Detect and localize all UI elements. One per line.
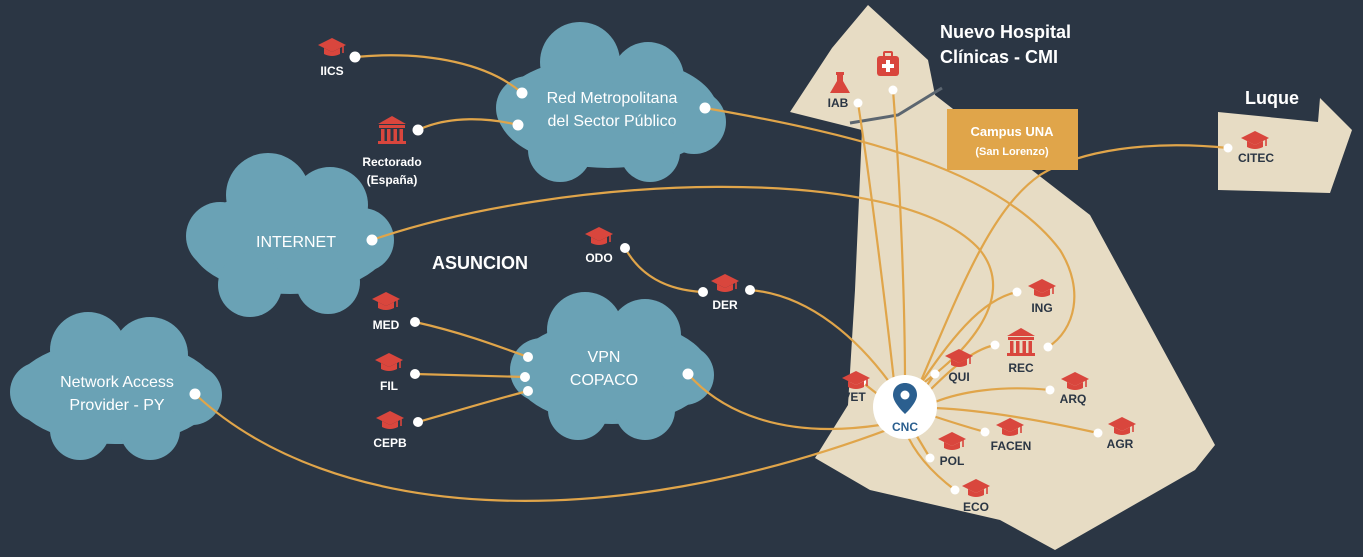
vpn-label-line2: COPACO (570, 372, 638, 389)
eco-label: ECO (963, 500, 989, 514)
link-der-cnc (749, 288, 896, 391)
hospital-title-line2: Clínicas - CMI (940, 47, 1058, 67)
qui-label: QUI (948, 370, 969, 384)
campus-label-line2: (San Lorenzo) (975, 146, 1049, 158)
cepb-label: CEPB (373, 436, 407, 450)
iics-cap-icon (317, 37, 347, 57)
luque-title: Luque (1245, 88, 1299, 108)
cepb-cap-icon (375, 410, 405, 430)
hospital-kit-icon (877, 51, 899, 76)
internet-label: INTERNET (256, 234, 336, 251)
pol-label: POL (940, 454, 965, 468)
iab-label: IAB (828, 96, 849, 110)
link-agr-cnc (934, 406, 1099, 435)
san-lorenzo-land (790, 5, 1215, 550)
agr-label: AGR (1107, 437, 1134, 451)
link-med-vpn (414, 320, 529, 359)
odo-label: ODO (585, 251, 612, 265)
red-metropolitana-label-line1: Red Metropolitana (547, 90, 678, 107)
link-fil-vpn (414, 372, 526, 379)
red-metropolitana-label-line2: del Sector Público (548, 113, 677, 130)
nap-label-line2: Provider - PY (69, 397, 164, 414)
link-red-rec (704, 106, 1076, 348)
ing-label: ING (1031, 301, 1052, 315)
internet-cloud (186, 153, 394, 317)
map-pin-icon (893, 383, 917, 414)
der-cap-icon (710, 273, 740, 293)
red-metropolitana-cloud (496, 22, 726, 182)
vpn-label-line1: VPN (588, 349, 621, 366)
nap-cloud (10, 312, 222, 460)
med-label: MED (373, 318, 400, 332)
hospital-title-line1: Nuevo Hospital (940, 22, 1071, 42)
fil-label: FIL (380, 379, 398, 393)
campus-una-box: Campus UNA (San Lorenzo) (947, 109, 1078, 170)
med-cap-icon (371, 291, 401, 311)
der-label: DER (712, 298, 738, 312)
hospital-boundary (849, 86, 943, 125)
fil-cap-icon (374, 352, 404, 372)
rec-label: REC (1008, 361, 1034, 375)
iics-label: IICS (320, 64, 343, 78)
vpn-cloud (510, 292, 714, 440)
link-iics-red (354, 54, 523, 94)
link-cepb-vpn (417, 389, 529, 424)
link-arq-cnc (934, 387, 1051, 404)
link-nap-cnc (194, 393, 901, 502)
rectorado-label-line1: Rectorado (362, 155, 421, 169)
link-hospital-cnc (891, 89, 907, 386)
asuncion-title: ASUNCION (432, 253, 528, 273)
vet-label: VET (842, 390, 866, 404)
cnc-label: CNC (892, 420, 918, 434)
link-ing-cnc (914, 290, 1018, 393)
link-vpn-cnc (687, 373, 881, 431)
campus-label-line1: Campus UNA (970, 124, 1054, 139)
link-iab-cnc (856, 102, 897, 391)
iab-flask-icon (830, 72, 850, 93)
link-internet-cnc (371, 185, 994, 393)
nap-label-line1: Network Access (60, 374, 174, 391)
link-rectorado-red (417, 118, 519, 131)
rectorado-columns-icon (378, 116, 406, 144)
facen-label: FACEN (991, 439, 1032, 453)
luque-land (1218, 98, 1352, 193)
arq-label: ARQ (1060, 392, 1087, 406)
rectorado-label-line2: (España) (367, 173, 418, 187)
link-citec-campus (913, 144, 1229, 396)
cnc-hub: CNC (873, 375, 937, 439)
connection-dots (189, 51, 1233, 495)
link-odo-der (624, 247, 704, 294)
odo-cap-icon (584, 226, 614, 246)
citec-label: CITEC (1238, 151, 1274, 165)
